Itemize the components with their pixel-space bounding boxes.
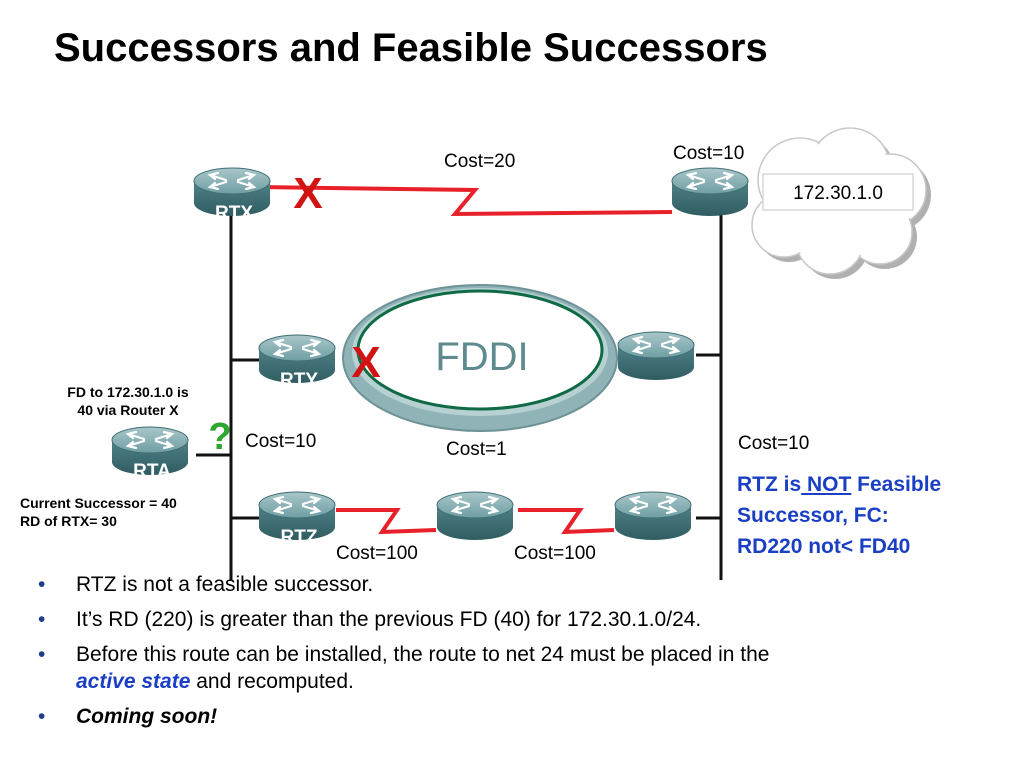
fd-annotation-line2: 40 via Router X <box>77 402 179 418</box>
note-part1: RTZ is <box>737 473 802 496</box>
fd-annotation: FD to 172.30.1.0 is 40 via Router X <box>44 383 212 419</box>
router-rty-label: RTY <box>280 370 318 391</box>
failed-router-x-mark: X <box>351 338 380 387</box>
network-label-box <box>762 173 914 211</box>
bullet-list: • RTZ is not a feasible successor. • It’s … <box>38 571 998 738</box>
router-rta-label: RTA <box>133 461 171 482</box>
bullet-icon: • <box>38 705 46 728</box>
bullet-text-1: RTZ is not a feasible successor. <box>76 573 374 596</box>
bullet-item: • It’s RD (220) is greater than the previ… <box>38 606 998 633</box>
router-bottom-right-icon <box>613 490 693 542</box>
bullet-text-3-end: and recomputed. <box>190 670 354 693</box>
router-top-right-icon <box>670 166 750 218</box>
note-part3: Feasible <box>851 473 942 496</box>
feasibility-note: RTZ is NOT Feasible Successor, FC: RD220… <box>737 469 941 562</box>
cost-bottom-left-label: Cost=100 <box>336 543 418 564</box>
cost-top-label: Cost=20 <box>444 151 516 172</box>
bullet-item: • RTZ is not a feasible successor. <box>38 571 998 598</box>
bullet-icon: • <box>38 643 46 666</box>
successor-annotation-line1: Current Successor = 40 <box>20 495 177 511</box>
bullet-item: • Coming soon! <box>38 703 998 730</box>
cost-fddi-label: Cost=1 <box>446 439 507 460</box>
active-state-emphasis: active state <box>76 670 191 693</box>
router-rtx-label: RTX <box>215 203 253 224</box>
cost-right-label: Cost=10 <box>738 433 810 454</box>
bullet-icon: • <box>38 608 46 631</box>
bullet-text-4: Coming soon! <box>76 705 218 728</box>
cost-bottom-right-label: Cost=100 <box>514 543 596 564</box>
cost-top-right-label: Cost=10 <box>673 143 745 164</box>
network-label: 172.30.1.0 <box>793 183 883 204</box>
bullet-text-2: It’s RD (220) is greater than the previo… <box>76 608 702 631</box>
failed-link-x-mark: X <box>293 169 322 218</box>
serial-link-bottom-left <box>336 508 437 535</box>
serial-link-top <box>256 185 673 217</box>
bullet-text-3: Before this route can be installed, the … <box>76 643 770 666</box>
page-title: Successors and Feasible Successors <box>54 26 768 70</box>
question-mark: ? <box>208 416 231 458</box>
router-bottom-middle-icon <box>435 490 515 542</box>
fddi-label: FDDI <box>435 335 528 379</box>
serial-link-bottom-right <box>518 508 615 535</box>
note-line3: RD220 not< FD40 <box>737 535 911 558</box>
successor-annotation: Current Successor = 40 RD of RTX= 30 <box>20 494 177 530</box>
bullet-item: • Before this route can be installed, the… <box>38 641 998 695</box>
router-rtz-label: RTZ <box>281 527 318 548</box>
successor-annotation-line2: RD of RTX= 30 <box>20 513 117 529</box>
fd-annotation-line1: FD to 172.30.1.0 is <box>67 384 189 400</box>
fddi-ring <box>342 284 618 432</box>
note-line2: Successor, FC: <box>737 504 889 527</box>
note-not-emphasis: NOT <box>801 473 852 496</box>
router-fddi-right-icon <box>616 330 696 382</box>
bullet-icon: • <box>38 573 46 596</box>
cost-rta-label: Cost=10 <box>245 431 317 452</box>
